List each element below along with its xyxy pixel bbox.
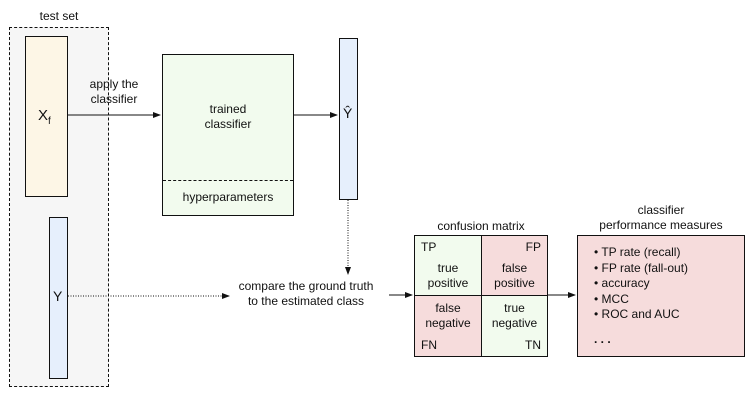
measures-title: classifier performance measures <box>599 203 723 232</box>
measure-item: • ROC and AUC <box>594 307 680 321</box>
ground-truth-vector-box: Y <box>49 217 68 379</box>
tp-abbr: TP <box>421 240 437 254</box>
features-symbol: X <box>38 107 49 124</box>
fp-abbr: FP <box>525 240 541 254</box>
cell-true-negative: true negative TN <box>482 296 547 356</box>
tn-abbr: TN <box>525 338 541 352</box>
cell-false-positive: FP false positive <box>482 236 547 296</box>
measure-item: • MCC <box>594 291 629 306</box>
tp-label: true positive <box>427 261 469 290</box>
ground-truth-symbol: Y <box>53 288 63 304</box>
fp-label: false positive <box>494 261 535 290</box>
measures-more: . . . <box>594 332 611 346</box>
cell-true-positive: TP true positive <box>415 236 482 296</box>
measures-list: • TP rate (recall) • FP rate (fall-out) … <box>578 245 688 323</box>
test-set-label: test set <box>39 9 79 23</box>
trained-classifier-box[interactable]: trained classifier hyperparameters <box>162 54 294 216</box>
prediction-vector-box: Ŷ <box>339 38 358 200</box>
fn-label: false negative <box>425 301 471 330</box>
measure-item: • TP rate (recall) <box>594 245 681 259</box>
measure-item: • FP rate (fall-out) <box>594 260 689 275</box>
cell-false-negative: false negative FN <box>415 296 482 356</box>
prediction-symbol: Ŷ <box>343 105 353 121</box>
compare-label: compare the ground truth to the estimate… <box>238 279 374 308</box>
apply-classifier-label: apply the classifier <box>89 77 139 106</box>
hyperparameters-divider <box>163 180 293 181</box>
features-matrix-box: Xf <box>25 36 68 197</box>
confusion-matrix-title: confusion matrix <box>437 219 525 233</box>
tn-label: true negative <box>491 301 538 330</box>
features-subscript: f <box>48 116 51 127</box>
confusion-matrix: TP true positive FP false positive false… <box>414 235 548 357</box>
measures-box: • TP rate (recall) • FP rate (fall-out) … <box>577 235 745 357</box>
hyperparameters-label: hyperparameters <box>182 190 274 204</box>
measure-item: • accuracy <box>594 276 650 290</box>
fn-abbr: FN <box>421 338 437 352</box>
trained-classifier-label: trained classifier <box>204 102 252 131</box>
